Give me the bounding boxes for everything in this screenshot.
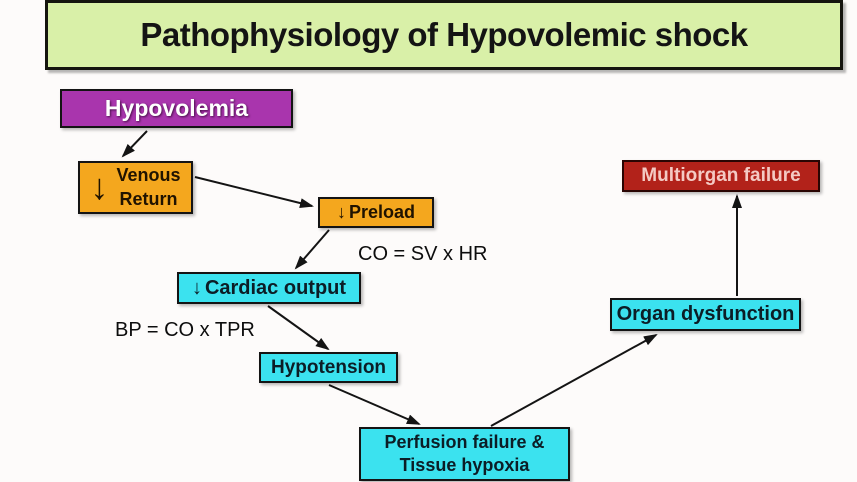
decrease-arrow-icon: ↓ [336,202,346,222]
node-hypovolemia: Hypovolemia [60,89,293,128]
node-venous-return-label-line2: Return [119,188,178,209]
node-organ-dysfunction-label: Organ dysfunction [616,303,795,325]
formula-cardiac-output: CO = SV x HR [358,243,488,265]
node-cardiac-output-label: Cardiac output [204,276,347,299]
node-hypotension: Hypotension [259,352,398,383]
node-cardiac-output: ↓ Cardiac output [177,272,361,304]
decrease-arrow-icon: ↓ [90,166,109,208]
node-multiorgan-failure: Multiorgan failure [622,160,820,192]
node-preload-label: Preload [348,202,416,222]
node-preload: ↓ Preload [318,197,434,228]
node-hypotension-label: Hypotension [270,356,387,378]
arrow-preload-to-cardiac-output [294,229,330,270]
node-organ-dysfunction: Organ dysfunction [610,298,801,331]
node-perfusion-label-line2: Tissue hypoxia [399,455,530,475]
decrease-arrow-icon: ↓ [191,276,202,299]
arrow-perfusion-to-organ-dysfunction [490,334,658,427]
node-venous-return-label-line1: Venous [116,165,181,186]
node-perfusion-failure: Perfusion failure & Tissue hypoxia [359,427,570,481]
node-hypovolemia-label: Hypovolemia [104,95,249,121]
node-multiorgan-failure-label: Multiorgan failure [641,165,801,186]
node-perfusion-label-line1: Perfusion failure & [384,431,545,452]
node-venous-return: ↓ Venous Return [78,161,193,214]
formula-blood-pressure: BP = CO x TPR [115,319,255,341]
arrow-cardiac-output-to-hypotension [267,305,330,351]
arrow-hypotension-to-perfusion [328,384,421,425]
title-box: Pathophysiology of Hypovolemic shock [45,0,843,70]
arrow-hypovolemia-to-venous-return [121,130,148,158]
page-title: Pathophysiology of Hypovolemic shock [140,16,748,53]
arrow-venous-return-to-preload [194,176,314,208]
